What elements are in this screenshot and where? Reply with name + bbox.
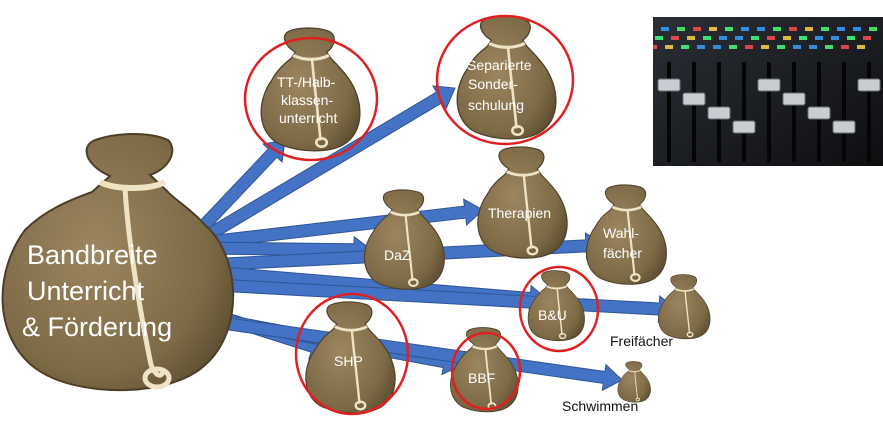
main-sack-line-2: Unterricht — [27, 276, 145, 306]
sack-schwimmen: Schwimmen — [562, 360, 652, 414]
highlight-circle — [243, 36, 379, 162]
mixing-console-photo — [653, 17, 883, 166]
sack-tt: TT-/Halb- klassen- unterricht — [243, 26, 379, 162]
sack-label: Freifächer — [610, 333, 673, 349]
highlight-circle — [294, 292, 410, 416]
highlight-circle — [435, 14, 575, 146]
sacks-layer: TT-/Halb- klassen- unterricht Separierte… — [243, 14, 711, 416]
sack-label: Sonder- — [468, 76, 518, 92]
sack-label: BBF — [468, 370, 495, 386]
sack-label: fächer — [603, 245, 642, 261]
sack-wahl: Wahl- fächer — [585, 183, 668, 286]
sack-label: DaZ — [384, 247, 411, 263]
main-sack-line-1: Bandbreite — [27, 240, 158, 270]
sack-frei: Freifächer — [610, 273, 711, 349]
sack-label: Schwimmen — [562, 398, 638, 414]
sack-label: TT-/Halb- — [277, 74, 336, 90]
sack-separierte: Separierte Sonder- schulung — [435, 14, 575, 146]
sack-label: klassen- — [281, 92, 333, 108]
sack-bbf: BBF — [449, 326, 522, 413]
sack-label: Separierte — [467, 57, 532, 73]
arrow-to-separierte — [196, 85, 456, 246]
sack-bu: B&U — [518, 265, 600, 353]
arrow-to-tt — [189, 139, 286, 240]
sack-label: unterricht — [279, 110, 337, 126]
money-sack-icon — [1, 133, 235, 392]
sack-label: Therapien — [488, 205, 551, 221]
arrow-to-therapien — [198, 198, 484, 250]
main-sack: Bandbreite Unterricht & Förderung — [1, 133, 235, 392]
highlight-circle — [518, 265, 600, 353]
arrows-layer — [189, 85, 678, 392]
sack-daz: DaZ — [363, 188, 446, 291]
sack-label: B&U — [538, 307, 567, 323]
main-sack-line-3: & Förderung — [22, 312, 172, 342]
sack-therapien: Therapien — [476, 145, 569, 260]
sack-shp: SHP — [294, 292, 410, 416]
highlight-circle — [450, 331, 522, 411]
sack-label: schulung — [468, 97, 524, 113]
sack-label: Wahl- — [603, 225, 639, 241]
sack-label: SHP — [334, 353, 363, 369]
arrow-to-schwimmen — [213, 315, 623, 392]
